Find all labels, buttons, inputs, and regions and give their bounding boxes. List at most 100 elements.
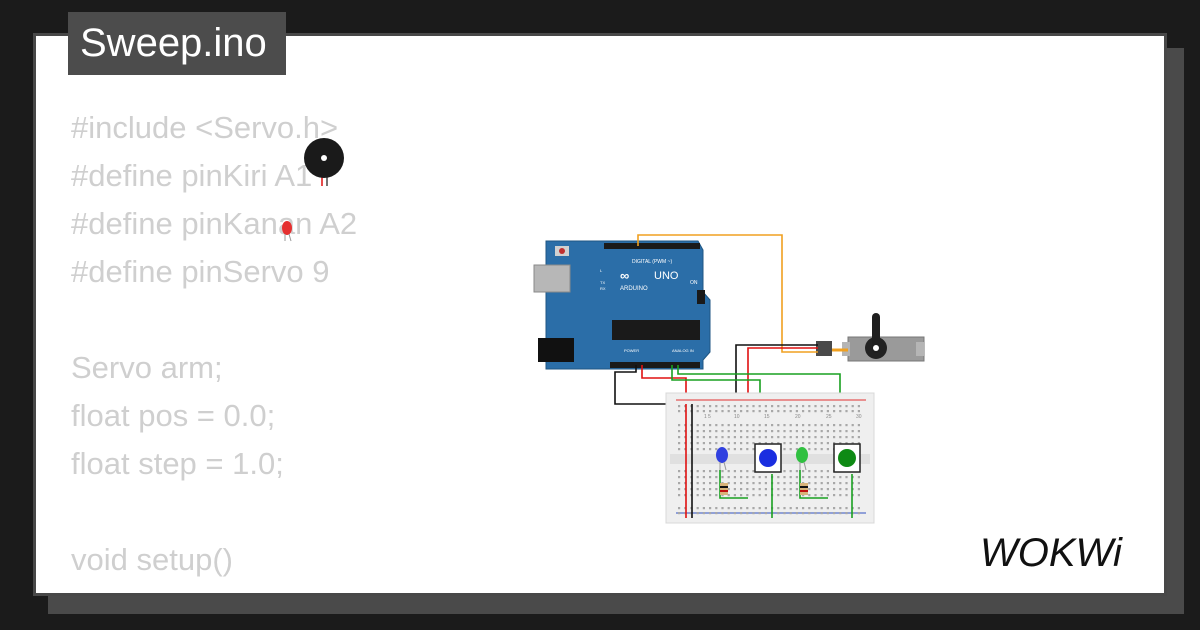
breadboard-hole <box>721 424 724 427</box>
breadboard-hole <box>851 405 854 408</box>
breadboard-hole <box>777 507 780 510</box>
breadboard-hole <box>715 512 718 515</box>
breadboard-hole <box>709 494 712 497</box>
breadboard-hole <box>845 424 848 427</box>
breadboard-hole <box>715 424 718 427</box>
breadboard-hole <box>746 424 749 427</box>
breadboard-hole <box>678 430 681 433</box>
breadboard-hole <box>783 442 786 445</box>
breadboard-hole <box>777 430 780 433</box>
breadboard-hole <box>715 410 718 413</box>
breadboard-hole <box>826 405 829 408</box>
breadboard-hole <box>820 424 823 427</box>
breadboard-hole <box>802 507 805 510</box>
breadboard-hole <box>808 442 811 445</box>
breadboard-hole <box>826 482 829 485</box>
breadboard-hole <box>851 430 854 433</box>
servo-motor[interactable] <box>816 313 925 362</box>
breadboard-hole <box>678 488 681 491</box>
breadboard-hole <box>764 436 767 439</box>
breadboard-hole <box>733 494 736 497</box>
breadboard-hole <box>814 410 817 413</box>
breadboard-hole <box>696 512 699 515</box>
breadboard-hole <box>820 476 823 479</box>
breadboard-hole <box>826 470 829 473</box>
breadboard-hole <box>826 442 829 445</box>
breadboard-hole <box>696 436 699 439</box>
breadboard-hole <box>727 488 730 491</box>
breadboard-hole <box>833 494 836 497</box>
breadboard-hole <box>789 494 792 497</box>
breadboard-hole <box>715 430 718 433</box>
breadboard-hole <box>746 512 749 515</box>
breadboard-hole <box>746 410 749 413</box>
reset-button[interactable] <box>559 248 565 254</box>
breadboard-hole <box>696 410 699 413</box>
breadboard-hole <box>820 512 823 515</box>
breadboard-hole <box>795 476 798 479</box>
breadboard-hole <box>845 512 848 515</box>
breadboard-hole <box>752 507 755 510</box>
breadboard-hole <box>826 488 829 491</box>
buzzer[interactable] <box>304 138 344 186</box>
breadboard-hole <box>839 430 842 433</box>
breadboard-hole <box>857 430 860 433</box>
breadboard-hole <box>808 482 811 485</box>
breadboard-hole <box>814 470 817 473</box>
breadboard-hole <box>702 494 705 497</box>
breadboard-hole <box>702 448 705 451</box>
breadboard-hole <box>839 424 842 427</box>
wokwi-logo: WOKWi <box>980 531 1123 575</box>
breadboard-hole <box>702 405 705 408</box>
breadboard-hole <box>727 507 730 510</box>
breadboard-hole <box>764 410 767 413</box>
arduino-uno-board[interactable]: DIGITAL (PWM ~) ∞ UNO ARDUINO ON TX RX L… <box>533 240 711 370</box>
red-led[interactable] <box>282 221 292 242</box>
breadboard-hole <box>845 442 848 445</box>
breadboard-hole <box>758 424 761 427</box>
blue-led[interactable] <box>716 447 728 471</box>
breadboard-hole <box>839 512 842 515</box>
breadboard-hole <box>814 488 817 491</box>
breadboard-hole <box>777 494 780 497</box>
breadboard-hole <box>802 512 805 515</box>
breadboard-hole <box>678 424 681 427</box>
breadboard-hole <box>802 494 805 497</box>
breadboard-hole <box>696 476 699 479</box>
green-led[interactable] <box>796 447 808 471</box>
power-jack <box>538 338 574 362</box>
breadboard-hole <box>696 482 699 485</box>
green-pushbutton[interactable] <box>833 443 861 473</box>
breadboard-hole <box>752 512 755 515</box>
breadboard-hole <box>678 470 681 473</box>
breadboard-hole <box>678 476 681 479</box>
breadboard-hole <box>740 424 743 427</box>
breadboard-hole <box>678 482 681 485</box>
breadboard-hole <box>709 470 712 473</box>
breadboard-hole <box>845 482 848 485</box>
breadboard-hole <box>733 482 736 485</box>
blue-pushbutton[interactable] <box>754 443 782 473</box>
breadboard-hole <box>857 410 860 413</box>
breadboard-hole <box>826 448 829 451</box>
breadboard-hole <box>783 507 786 510</box>
breadboard-hole <box>733 436 736 439</box>
svg-text:25: 25 <box>826 414 832 420</box>
digital-header-label: DIGITAL (PWM ~) <box>632 259 672 265</box>
breadboard-hole <box>715 494 718 497</box>
breadboard-hole <box>702 410 705 413</box>
breadboard-hole <box>814 507 817 510</box>
breadboard-hole <box>746 442 749 445</box>
breadboard-hole <box>715 470 718 473</box>
breadboard-hole <box>820 430 823 433</box>
breadboard-hole <box>795 448 798 451</box>
breadboard-hole <box>814 512 817 515</box>
breadboard-hole <box>802 436 805 439</box>
breadboard-hole <box>678 494 681 497</box>
breadboard-hole <box>839 442 842 445</box>
breadboard-hole <box>752 470 755 473</box>
breadboard-hole <box>702 436 705 439</box>
breadboard-hole <box>758 507 761 510</box>
breadboard-hole <box>808 488 811 491</box>
breadboard-hole <box>845 507 848 510</box>
